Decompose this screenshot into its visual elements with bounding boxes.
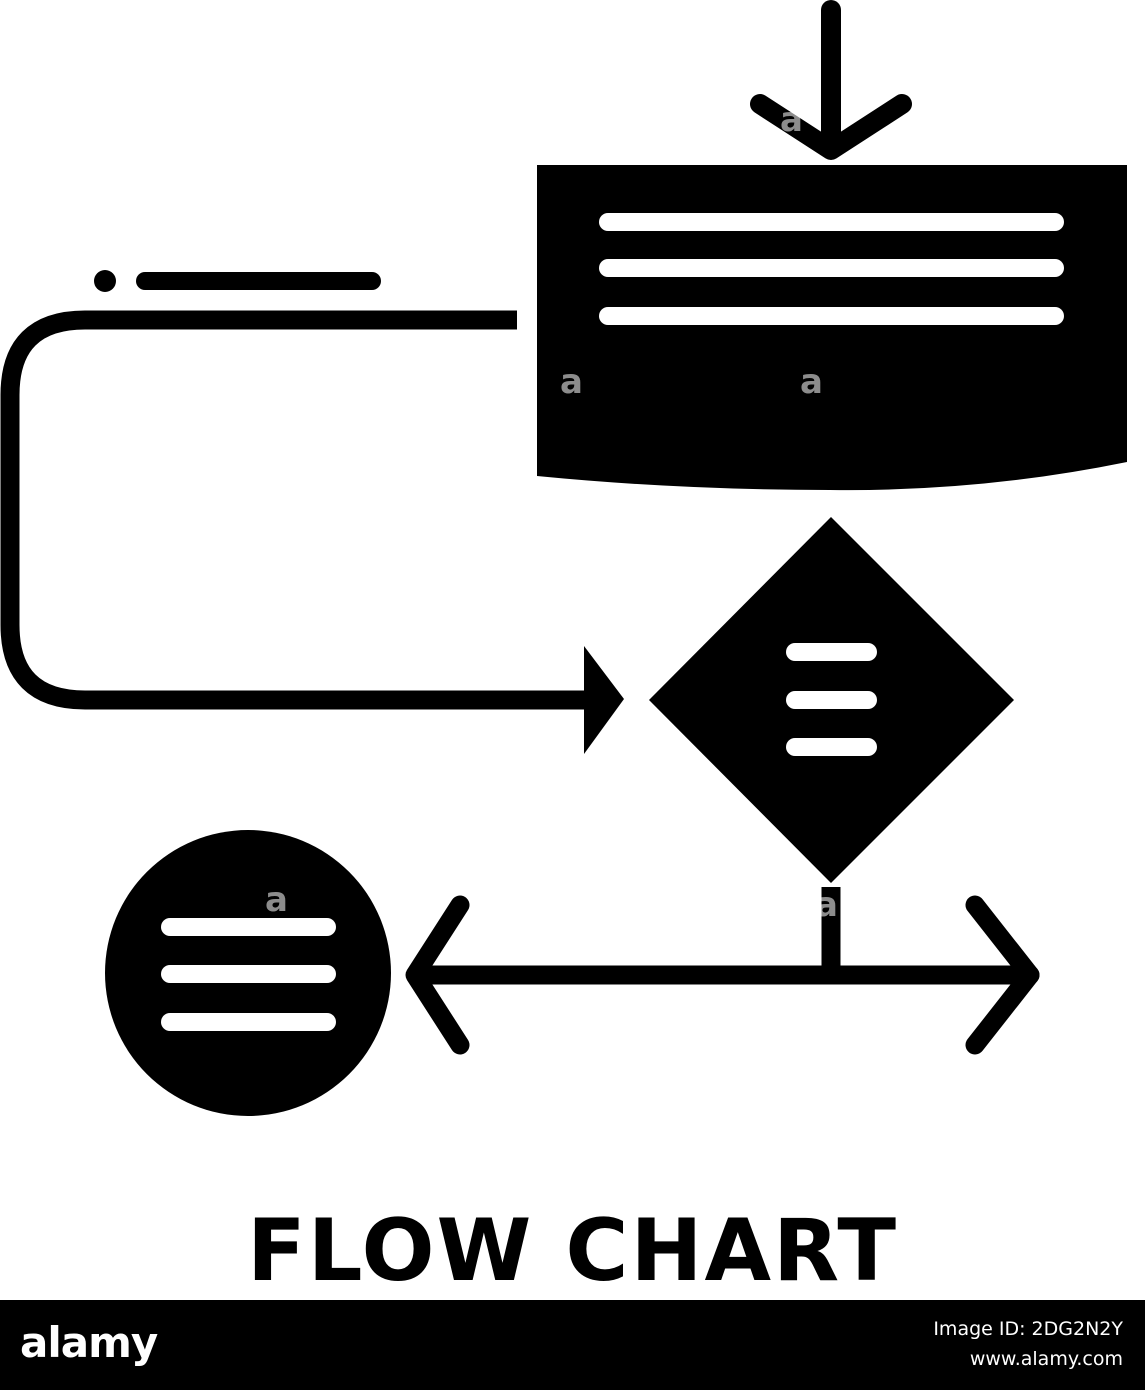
image-id-label: Image ID: 2DG2N2Y: [933, 1318, 1123, 1340]
stock-footer-bar: alamy Image ID: 2DG2N2Y www.alamy.com: [0, 1300, 1145, 1390]
icon-caption: FLOW CHART: [246, 1201, 899, 1301]
loop-label-icon: [94, 270, 381, 292]
site-url-link[interactable]: www.alamy.com: [969, 1348, 1123, 1370]
document-box-icon: [537, 165, 1127, 491]
double-arrow-icon: [405, 895, 1040, 1055]
incoming-arrow-icon: [750, 0, 912, 160]
terminal-circle-icon: [105, 830, 391, 1116]
brand-logo[interactable]: alamy: [20, 1318, 158, 1367]
flow-chart-icon: [0, 0, 1127, 1116]
loop-connector-icon: [0, 310, 624, 754]
decision-diamond-icon: [649, 517, 1014, 883]
